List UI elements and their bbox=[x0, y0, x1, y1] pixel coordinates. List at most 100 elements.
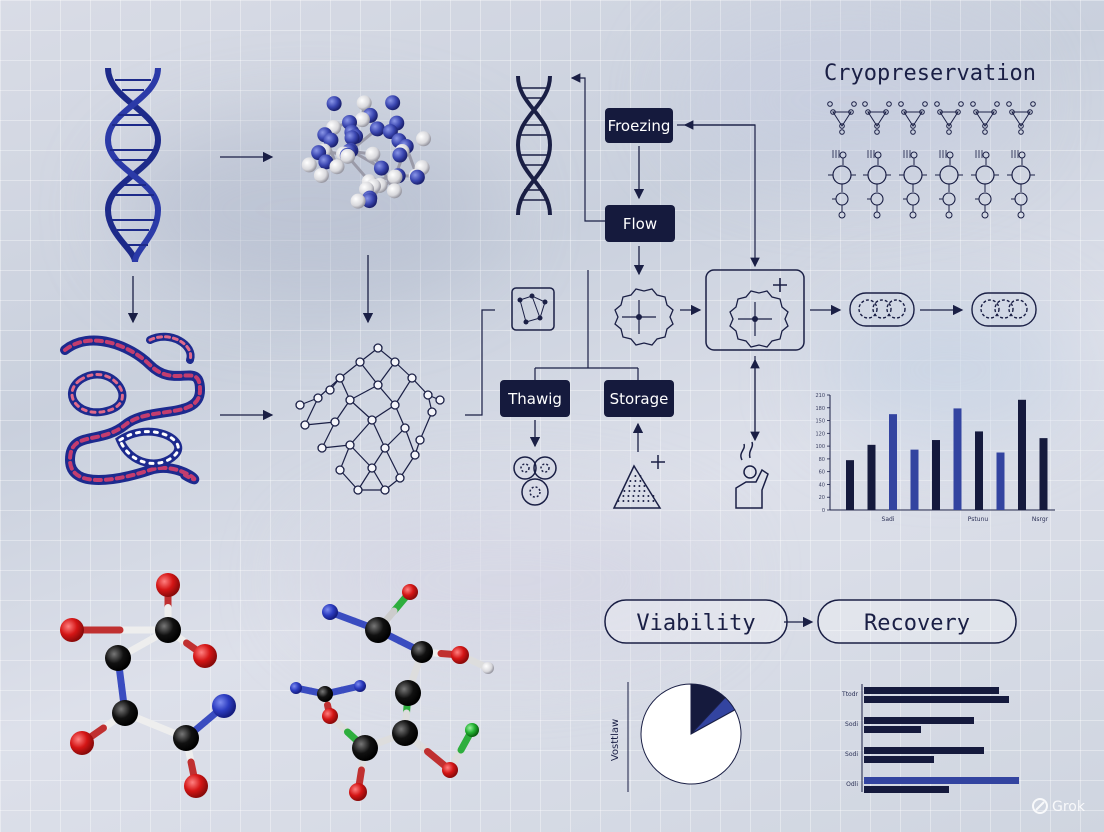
cryo-cell-icon bbox=[935, 151, 963, 219]
network-node bbox=[390, 357, 400, 367]
powder-dot bbox=[628, 485, 631, 487]
cell-icon bbox=[614, 288, 674, 346]
network-node bbox=[345, 395, 355, 405]
dna-helix-icon bbox=[104, 67, 162, 263]
viability-pill: Viability bbox=[604, 599, 788, 644]
atom bbox=[361, 193, 377, 209]
atom bbox=[392, 147, 408, 163]
atom bbox=[411, 641, 433, 663]
network-node bbox=[330, 417, 340, 427]
network-edge bbox=[384, 427, 406, 449]
cryo-molecule-icon bbox=[970, 101, 1000, 135]
recovery-label: Recovery bbox=[864, 611, 970, 636]
cryo-cell-icon bbox=[828, 151, 856, 219]
network-edge bbox=[304, 421, 336, 426]
powder-dot bbox=[634, 475, 637, 477]
atom bbox=[313, 167, 329, 183]
category-label: Odli bbox=[846, 781, 858, 788]
powder-dot bbox=[643, 485, 646, 487]
network-edge bbox=[304, 397, 319, 426]
cryo-tick-icon bbox=[1011, 150, 1019, 158]
powder-dot bbox=[622, 500, 625, 502]
y-tick-label: 120 bbox=[815, 431, 825, 437]
network-node bbox=[435, 395, 445, 405]
network-node bbox=[367, 463, 377, 473]
atom bbox=[340, 148, 356, 164]
bar bbox=[953, 408, 962, 510]
atom bbox=[155, 617, 181, 643]
atom bbox=[212, 694, 236, 718]
network-node bbox=[423, 390, 433, 400]
powder-dot bbox=[628, 490, 631, 492]
powder-dot bbox=[629, 480, 632, 482]
atom bbox=[356, 95, 372, 111]
thawing-label: Thawig bbox=[507, 390, 562, 408]
network-node bbox=[427, 407, 437, 417]
atom bbox=[317, 686, 333, 702]
bar bbox=[864, 717, 974, 724]
bar bbox=[975, 431, 983, 510]
cell-cluster-icon bbox=[513, 456, 557, 506]
bar bbox=[864, 756, 934, 763]
diagram-title: Cryopreservation bbox=[824, 61, 1036, 86]
connector-line bbox=[534, 270, 639, 380]
cryo-cell-icon bbox=[899, 151, 927, 219]
watermark: Grok bbox=[1032, 798, 1086, 815]
atom bbox=[386, 183, 402, 199]
recovery-pill: Recovery bbox=[817, 599, 1017, 644]
molecule-grid-icon bbox=[511, 287, 555, 331]
bar bbox=[867, 444, 876, 510]
cryo-molecule-icon bbox=[898, 101, 928, 135]
ball-stick-molecule-icon bbox=[290, 584, 494, 801]
network-node bbox=[395, 473, 405, 483]
network-node bbox=[335, 465, 345, 475]
bar bbox=[864, 777, 1019, 784]
molecular-network-icon bbox=[295, 343, 445, 495]
bar bbox=[864, 696, 1009, 703]
bar bbox=[864, 726, 921, 733]
background-haze bbox=[680, 20, 1020, 180]
category-label: Sodi bbox=[845, 721, 858, 728]
cryo-tick-icon bbox=[975, 150, 983, 158]
y-tick-label: 20 bbox=[819, 495, 825, 501]
powder-dot bbox=[637, 500, 640, 502]
atom bbox=[60, 618, 84, 642]
atom bbox=[385, 95, 401, 111]
cryo-cell-icon bbox=[863, 151, 891, 219]
atom bbox=[329, 159, 345, 175]
bar bbox=[864, 786, 949, 793]
network-edge bbox=[384, 447, 401, 479]
network-node bbox=[415, 435, 425, 445]
connector-line bbox=[677, 124, 760, 268]
category-label: Sodi bbox=[845, 751, 858, 758]
atom bbox=[482, 662, 494, 674]
cryo-icon-grid bbox=[827, 101, 1036, 219]
network-edge bbox=[349, 399, 373, 421]
flow-label: Flow bbox=[623, 215, 657, 233]
atom bbox=[365, 617, 391, 643]
powder-dot bbox=[623, 490, 626, 492]
atom bbox=[354, 112, 370, 128]
atom bbox=[184, 774, 208, 798]
y-tick-label: 100 bbox=[815, 444, 825, 450]
atom bbox=[395, 680, 421, 706]
atom bbox=[323, 132, 339, 148]
atom bbox=[350, 193, 366, 209]
process-hub bbox=[705, 269, 805, 351]
powder-dot bbox=[652, 495, 655, 497]
network-edge bbox=[349, 419, 373, 446]
pie-chart bbox=[640, 683, 742, 785]
network-node bbox=[355, 357, 365, 367]
y-tick-label: 60 bbox=[819, 470, 825, 476]
molecule-cluster-icon bbox=[301, 95, 432, 209]
network-edge bbox=[419, 411, 433, 441]
cryo-molecule-icon bbox=[934, 101, 964, 135]
powder-dot bbox=[638, 490, 641, 492]
network-edge bbox=[349, 384, 379, 401]
pie-slice bbox=[640, 683, 742, 785]
cryo-tick-icon bbox=[867, 150, 875, 158]
atom bbox=[156, 573, 180, 597]
cryo-tick-icon bbox=[903, 150, 911, 158]
y-tick-label: 40 bbox=[819, 482, 825, 488]
viability-label: Viability bbox=[636, 611, 755, 636]
